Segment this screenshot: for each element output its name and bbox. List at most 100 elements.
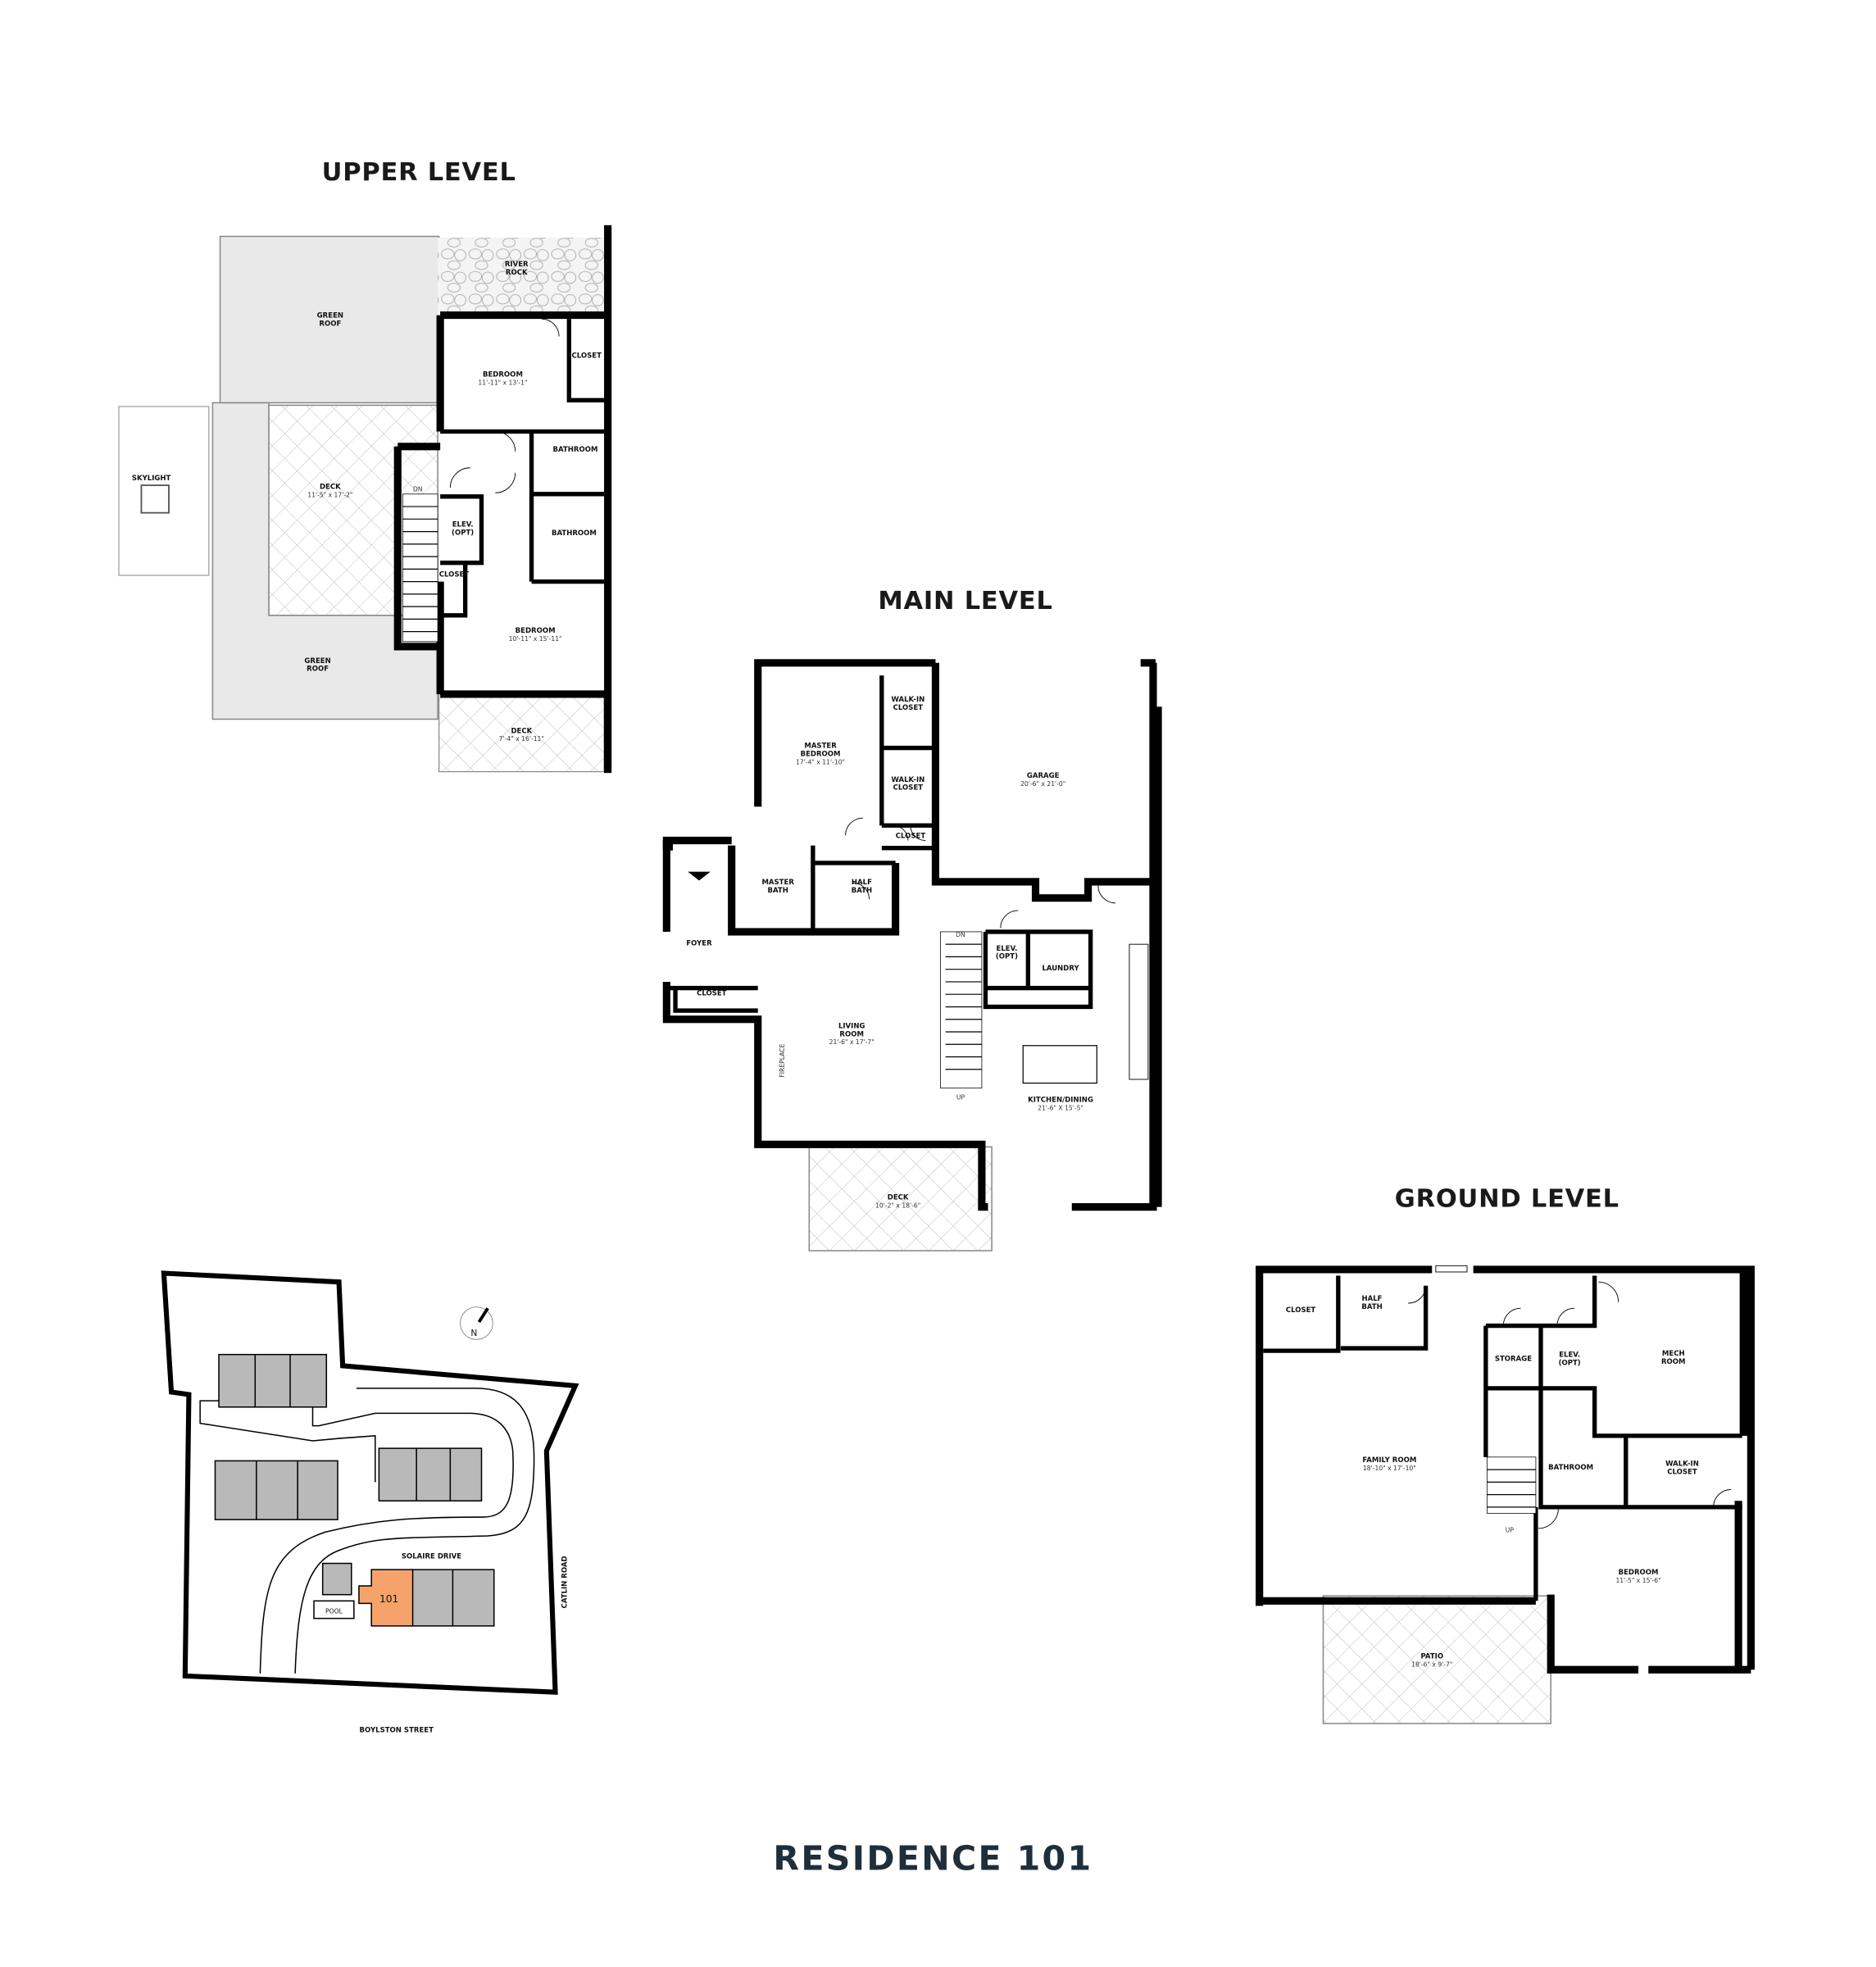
upper-room-name: CLOSET — [439, 571, 470, 579]
main-room-dimensions: 20'-6" x 21'-0" — [1020, 780, 1065, 788]
upper-room-name: BEDROOM — [516, 627, 556, 635]
upper-room-name: (OPT) — [452, 529, 474, 537]
main-stair-dn: DN — [956, 931, 965, 938]
main-stair-up: UP — [956, 1093, 965, 1101]
ground-stair-up: UP — [1506, 1526, 1515, 1533]
main-room-name: BATH — [852, 887, 872, 895]
site-plan: 101 POOL SOLAIRE DRIVE CATLIN ROAD BOYLS… — [161, 1270, 579, 1735]
main-room-dimensions: 21'-6" X 15'-5" — [1038, 1104, 1083, 1111]
upper-level-plan — [118, 225, 612, 774]
upper-room-name: SKYLIGHT — [132, 475, 171, 483]
river-rock-area — [438, 237, 605, 316]
main-room-name: MASTER — [804, 743, 837, 751]
pool-label: POOL — [325, 1608, 343, 1615]
north-label: N — [470, 1328, 477, 1338]
upper-room-dimensions: 7'-4" x 16'-11" — [499, 735, 544, 743]
main-room-name: KITCHEN/DINING — [1028, 1096, 1093, 1104]
main-room-dimensions: 17'-4" x 11'-10" — [796, 758, 845, 765]
ground-room-name: MECH — [1662, 1350, 1685, 1358]
ground-room-name: BATH — [1361, 1303, 1382, 1311]
main-room-name: CLOSET — [893, 784, 924, 793]
ground-room-name: ELEV. — [1559, 1351, 1580, 1360]
ground-room-dimensions: 18'-6" x 9'-7" — [1411, 1660, 1452, 1668]
ground-room-name: BATHROOM — [1548, 1464, 1593, 1472]
main-room-name: GARAGE — [1027, 772, 1060, 780]
main-room-name: BATH — [767, 887, 788, 895]
ground-room-dimensions: 11'-5" x 15'-6" — [1615, 1577, 1660, 1584]
upper-room-name: GREEN — [317, 312, 343, 320]
upper-room-name: DECK — [320, 484, 341, 492]
main-level-plan — [662, 659, 1162, 1252]
main-room-name: FOYER — [686, 940, 712, 948]
ground-room-name: CLOSET — [1286, 1306, 1316, 1315]
main-room-name: CLOSET — [893, 704, 924, 712]
ground-room-name: (OPT) — [1559, 1360, 1581, 1368]
main-room-name: MASTER — [761, 879, 794, 887]
ground-room-name: ROOM — [1661, 1358, 1686, 1366]
main-stair — [940, 931, 983, 1089]
catlin-road-label: CATLIN ROAD — [561, 1556, 569, 1608]
green-roof-upper — [219, 235, 440, 404]
kitchen-island — [1022, 1045, 1097, 1084]
upper-stair-treads — [402, 506, 438, 633]
kitchen-counter — [1129, 943, 1149, 1080]
upper-room-name: ROOF — [307, 666, 329, 674]
main-room-name: WALK-IN — [891, 776, 924, 784]
unit-101-label: 101 — [379, 1593, 398, 1605]
ground-stair — [1487, 1456, 1537, 1514]
upper-stair-dn: DN — [413, 486, 423, 493]
main-stair-treads — [945, 943, 982, 1070]
upper-room-name: BEDROOM — [483, 370, 523, 379]
pool — [313, 1600, 355, 1619]
upper-room-name: BATHROOM — [552, 529, 597, 538]
ground-room-name: STORAGE — [1495, 1355, 1532, 1363]
ground-level-title: GROUND LEVEL — [1395, 1185, 1619, 1214]
solaire-drive-road — [199, 1388, 535, 1674]
main-room-name: CLOSET — [896, 832, 926, 840]
main-room-name: CLOSET — [697, 990, 727, 998]
ground-room-name: FAMILY ROOM — [1362, 1456, 1416, 1465]
upper-room-dimensions: 11'-5" x 17'-2" — [307, 492, 352, 499]
main-room-name: HALF — [852, 879, 872, 887]
upper-room-name: GREEN — [304, 657, 330, 666]
residence-title: RESIDENCE 101 — [773, 1838, 1092, 1878]
main-room-name: WALK-IN — [891, 696, 924, 704]
main-room-name: LIVING — [838, 1022, 865, 1030]
upper-room-name: ROCK — [506, 269, 528, 277]
patio-area — [1322, 1595, 1552, 1724]
main-room-name: ELEV. — [997, 945, 1018, 953]
upper-room-name: DECK — [511, 727, 532, 735]
ground-room-dimensions: 18'-10" x 17'-10" — [1363, 1465, 1416, 1472]
unit-101-highlight — [358, 1569, 414, 1627]
upper-room-name: ROOF — [319, 320, 341, 329]
upper-room-name: RIVER — [505, 261, 529, 269]
ground-level-plan — [1256, 1265, 1755, 1724]
ground-room-name: HALF — [1362, 1295, 1383, 1303]
solaire-drive-label: SOLAIRE DRIVE — [402, 1552, 461, 1560]
upper-level-title: UPPER LEVEL — [322, 158, 516, 187]
main-room-name: ROOM — [839, 1030, 864, 1038]
main-room-name: LAUNDRY — [1042, 965, 1079, 973]
site-buildings — [214, 1353, 495, 1627]
skylight-icon — [140, 484, 170, 514]
upper-room-name: ELEV. — [452, 520, 474, 529]
upper-room-dimensions: 10'-11" x 15'-11" — [509, 635, 562, 643]
fireplace-label: FIREPLACE — [779, 1043, 786, 1077]
ground-room-name: BEDROOM — [1619, 1569, 1659, 1577]
entry-arrow-icon — [688, 871, 711, 881]
boylston-street-label: BOYLSTON STREET — [360, 1727, 434, 1735]
main-room-name: BEDROOM — [801, 750, 841, 758]
main-deck-area — [808, 1146, 993, 1252]
upper-room-dimensions: 11'-11" x 13'-1" — [478, 379, 527, 386]
upper-room-name: CLOSET — [571, 352, 602, 360]
main-room-name: DECK — [888, 1193, 909, 1202]
ground-room-name: CLOSET — [1667, 1468, 1697, 1476]
ground-room-name: PATIO — [1420, 1653, 1443, 1661]
main-room-dimensions: 21'-6" x 17'-7" — [829, 1038, 874, 1046]
ground-room-name: WALK-IN — [1665, 1460, 1699, 1469]
upper-room-name: BATHROOM — [552, 446, 597, 454]
main-level-title: MAIN LEVEL — [878, 587, 1052, 616]
main-room-name: (OPT) — [996, 953, 1018, 961]
